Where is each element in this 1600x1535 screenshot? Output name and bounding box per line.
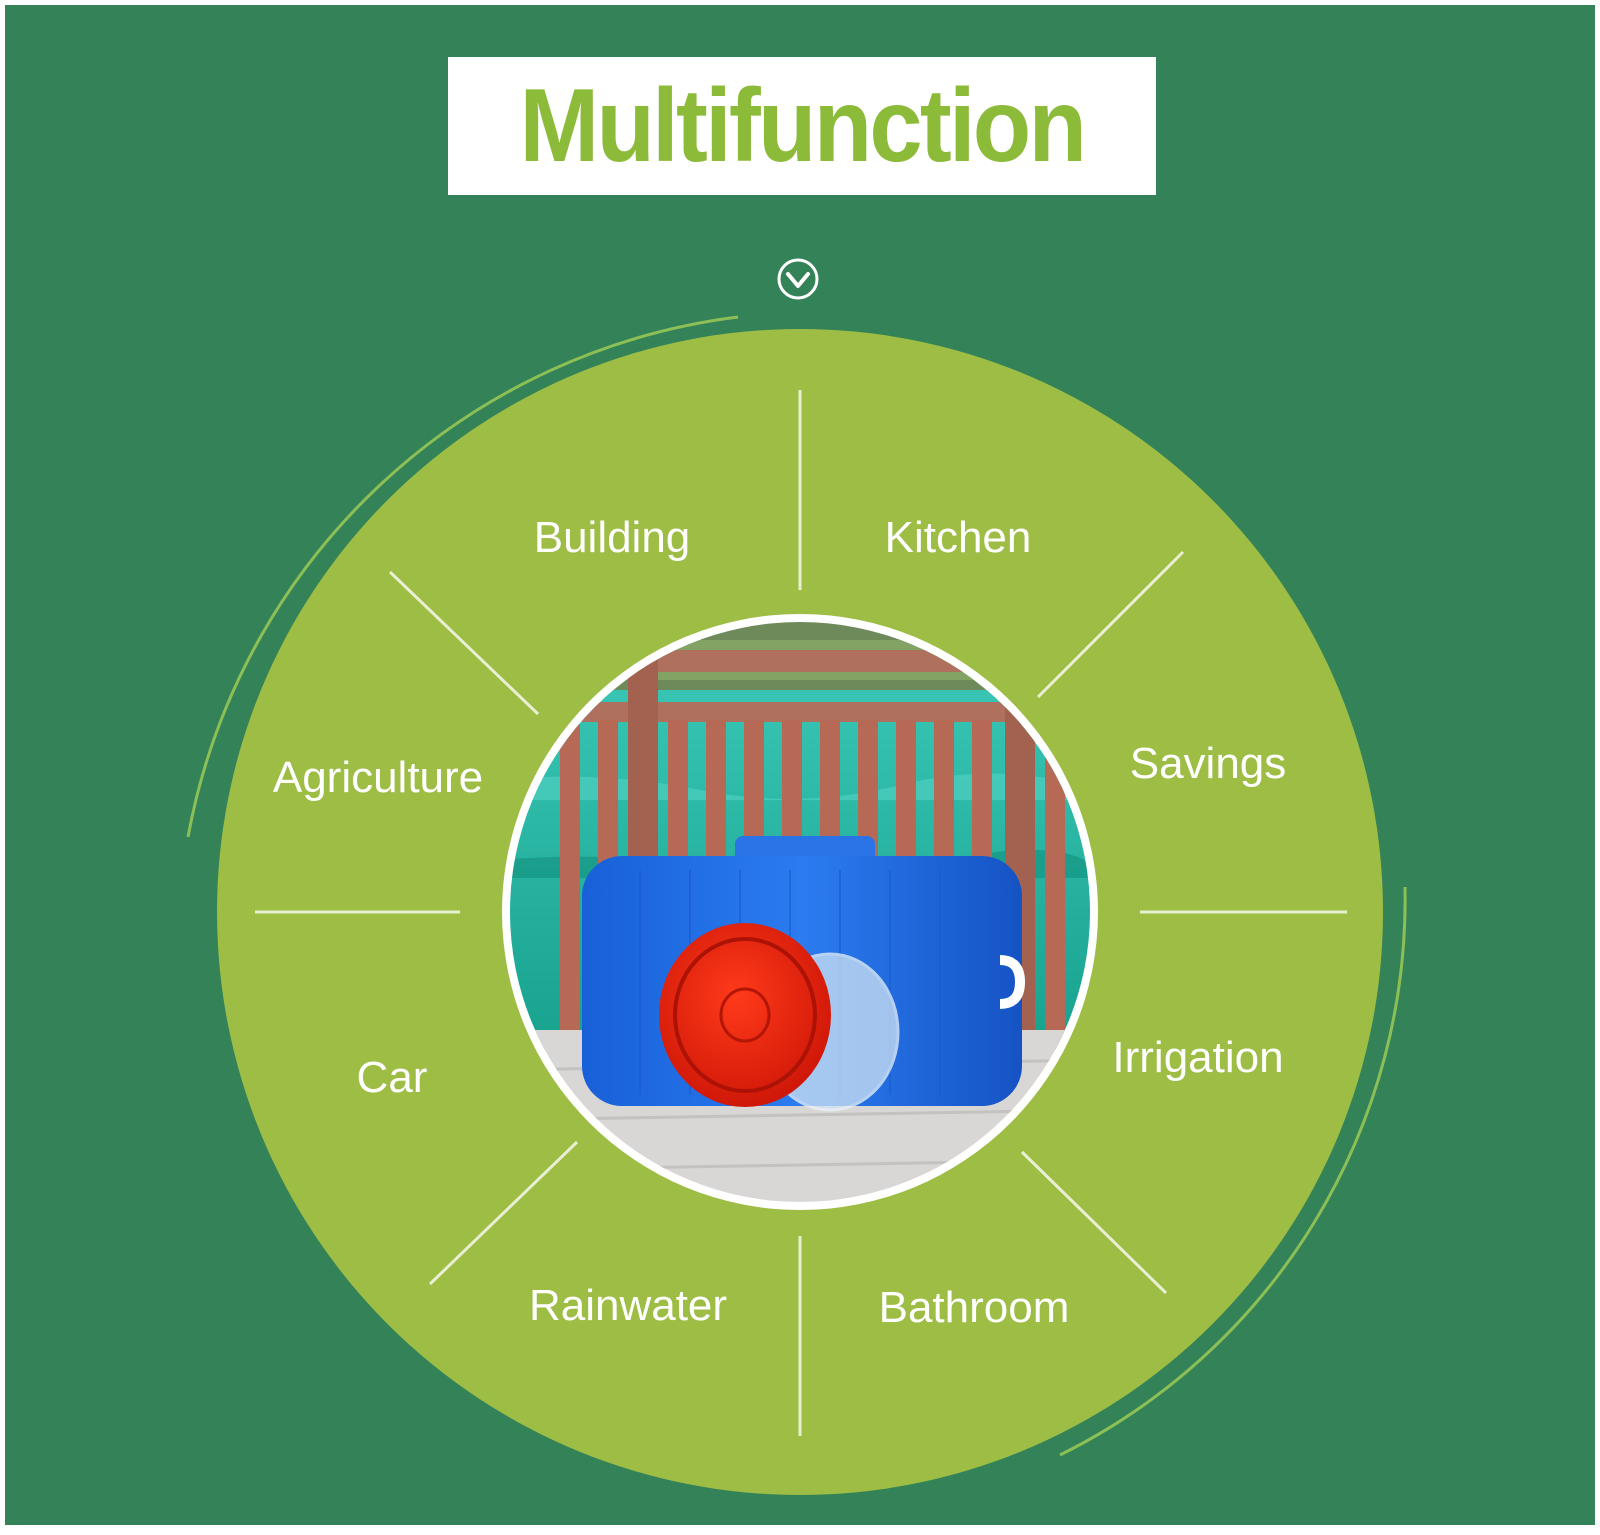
chevron-down-circle-icon[interactable]: [777, 258, 819, 300]
outer-arc-left: [186, 315, 739, 838]
usage-label-building: Building: [534, 513, 691, 562]
usage-label-savings: Savings: [1130, 739, 1287, 788]
title-banner: Multifunction: [448, 57, 1156, 195]
page-title: Multifunction: [519, 67, 1087, 184]
usage-label-irrigation: Irrigation: [1112, 1033, 1283, 1082]
usage-label-kitchen: Kitchen: [885, 513, 1032, 562]
usage-label-car: Car: [357, 1053, 428, 1102]
usage-label-agriculture: Agriculture: [273, 753, 483, 802]
usage-labels: Building Kitchen Savings Irrigation Bath…: [273, 513, 1286, 1332]
usage-label-bathroom: Bathroom: [879, 1283, 1070, 1332]
outer-arc-right: [1059, 886, 1407, 1457]
divider-lines: [255, 390, 1347, 1436]
usage-label-rainwater: Rainwater: [529, 1281, 727, 1330]
